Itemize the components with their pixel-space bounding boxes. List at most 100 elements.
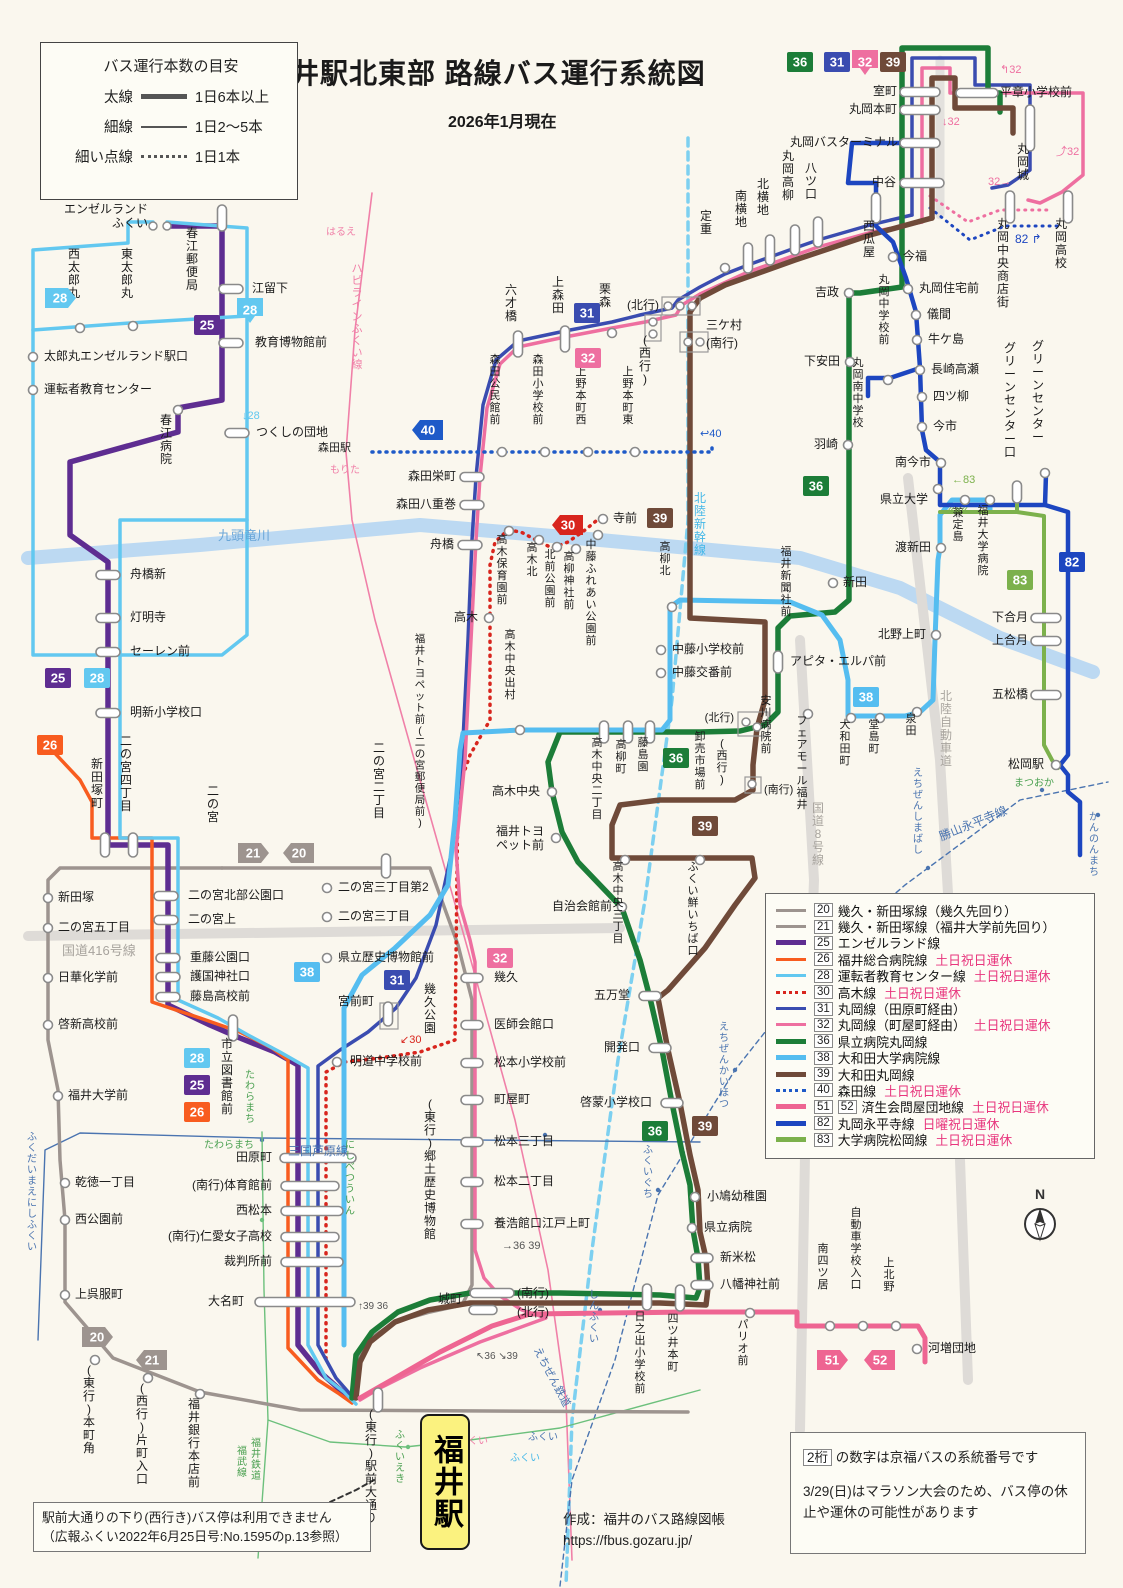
- bus-stop-marker: [52, 1090, 64, 1102]
- bus-stop-label: (北行): [705, 711, 734, 724]
- bus-stop-label: 今福: [903, 248, 927, 263]
- route-number-badge: 32: [814, 1017, 833, 1032]
- badge-shape: [692, 1116, 718, 1136]
- note-ekimae-line1: 駅前大通りの下り(西行き)バス停は利用できません: [42, 1510, 332, 1525]
- bus-stop-label: 上呉服町: [75, 1287, 123, 1301]
- badge-shape: [45, 668, 71, 688]
- bus-route-31t: [910, 56, 1032, 217]
- badge-shape: [184, 1048, 210, 1068]
- map-annotation: たわらまち: [204, 1139, 254, 1151]
- route-badge-21: 21: [238, 843, 269, 863]
- stop-group-box: [644, 314, 662, 342]
- bus-stop-label: 自動車学校入口: [851, 1206, 862, 1291]
- bus-stop-label: 卸売市場前: [695, 729, 706, 791]
- badge-shape: [487, 948, 513, 968]
- railway-station-dot: [542, 1132, 548, 1138]
- bus-stop-marker: [280, 1231, 340, 1243]
- bus-stop-marker: [483, 612, 495, 624]
- railway-station-dot: [1039, 787, 1045, 793]
- bus-stop-marker: [559, 325, 571, 353]
- map-annotation: ふくいえき: [395, 1429, 405, 1485]
- bus-stop-label: 重藤公園口: [190, 950, 250, 964]
- map-annotation: 北陸新幹線: [694, 491, 706, 557]
- bus-stop-marker: [744, 1307, 756, 1319]
- route-number-badge: 52: [837, 1099, 857, 1114]
- bus-stop-label: 明道中学校前: [350, 1053, 422, 1068]
- bus-stop-label: 城町: [438, 1292, 462, 1306]
- map-annotation: ↩40: [700, 428, 721, 440]
- route-number-badge: 39: [814, 1067, 833, 1082]
- badge-number: 31: [830, 55, 844, 70]
- bus-stop-label: 松本三丁目: [494, 1134, 554, 1148]
- badge-number: 39: [886, 55, 900, 70]
- bus-stop-marker: [380, 853, 392, 879]
- bus-stop-marker: [27, 351, 39, 363]
- bus-route-82d: [928, 206, 1060, 242]
- route-number-badge: 28: [814, 968, 833, 983]
- route-badge-20: 20: [82, 1327, 113, 1347]
- bus-stop-marker: [95, 569, 121, 581]
- note-ekimae-line2: （広報ふくい2022年6月25日号:No.1595のp.13参照）: [42, 1529, 348, 1545]
- bus-stop-label: 高柳北: [660, 539, 671, 577]
- route-number-badge: 31: [814, 1001, 833, 1016]
- map-annotation: →36 39: [502, 1240, 541, 1252]
- bus-stop-marker: [857, 1320, 869, 1332]
- map-annotation: まつおか: [1014, 777, 1054, 789]
- bus-stop-label: 上合月: [992, 632, 1028, 647]
- bus-stop-marker: [638, 990, 662, 1002]
- bus-stop-label: 今市: [933, 418, 957, 433]
- bus-stop-dot: [747, 779, 757, 789]
- bus-stop-marker: [742, 242, 754, 274]
- bus-stop-label: 森田小学校前: [533, 352, 544, 426]
- bus-stop-marker: [606, 327, 618, 339]
- bus-stop-marker: [911, 1343, 923, 1355]
- bus-stop-marker: [935, 542, 947, 554]
- bus-stop-dot: [675, 301, 685, 311]
- bus-stop-marker: [1030, 635, 1062, 647]
- bus-stop-marker: [1062, 190, 1074, 224]
- bus-stop-label: 南四ツ居: [818, 1242, 829, 1291]
- bus-stop-label: 啓蒙小学校口: [580, 1094, 652, 1109]
- bus-stop-marker: [902, 283, 914, 295]
- bus-stop-label: 松岡駅: [1008, 757, 1044, 771]
- route-badge-26: 26: [184, 1102, 210, 1122]
- bus-stop-label: 四ツ柳: [933, 389, 969, 403]
- bus-stop-marker: [460, 972, 484, 984]
- badge-shape: [45, 288, 76, 308]
- bus-stop-marker: [874, 712, 886, 724]
- route-badge-28: 28: [45, 288, 76, 308]
- bus-stop-marker: [911, 706, 923, 718]
- note-digit-box: 2桁: [803, 1449, 833, 1466]
- bus-stop-label: 宮前町: [338, 993, 374, 1008]
- route-badge-40: 40: [412, 420, 443, 440]
- route-badge-28: 28: [184, 1048, 210, 1068]
- stop-group-box: [737, 711, 769, 737]
- compass-needle: [1024, 1208, 1056, 1242]
- route-badge-25: 25: [194, 315, 220, 335]
- bus-stop-marker: [690, 1252, 714, 1264]
- route-badge-26: 26: [37, 735, 63, 755]
- map-annotation: ↓32: [942, 116, 960, 128]
- map-annotation: えちぜん鉄道: [531, 1344, 574, 1409]
- badge-number: 30: [561, 518, 575, 533]
- bus-route-28a: [31, 220, 249, 657]
- route-number-badge: 51: [814, 1099, 833, 1114]
- stop-group-box: [661, 296, 701, 316]
- badge-number: 20: [292, 846, 306, 861]
- bus-stop-marker: [503, 525, 515, 537]
- bus-stop-marker: [533, 534, 545, 546]
- bus-stop-label: 四ツ井本町: [668, 1313, 679, 1373]
- bus-stop-label: 中谷: [872, 174, 896, 189]
- page-date: 2026年1月現在: [448, 114, 557, 131]
- bus-stop-label: 河増団地: [928, 1341, 976, 1355]
- bus-stop-marker: [460, 1176, 484, 1188]
- bus-stop-marker: [1030, 612, 1062, 624]
